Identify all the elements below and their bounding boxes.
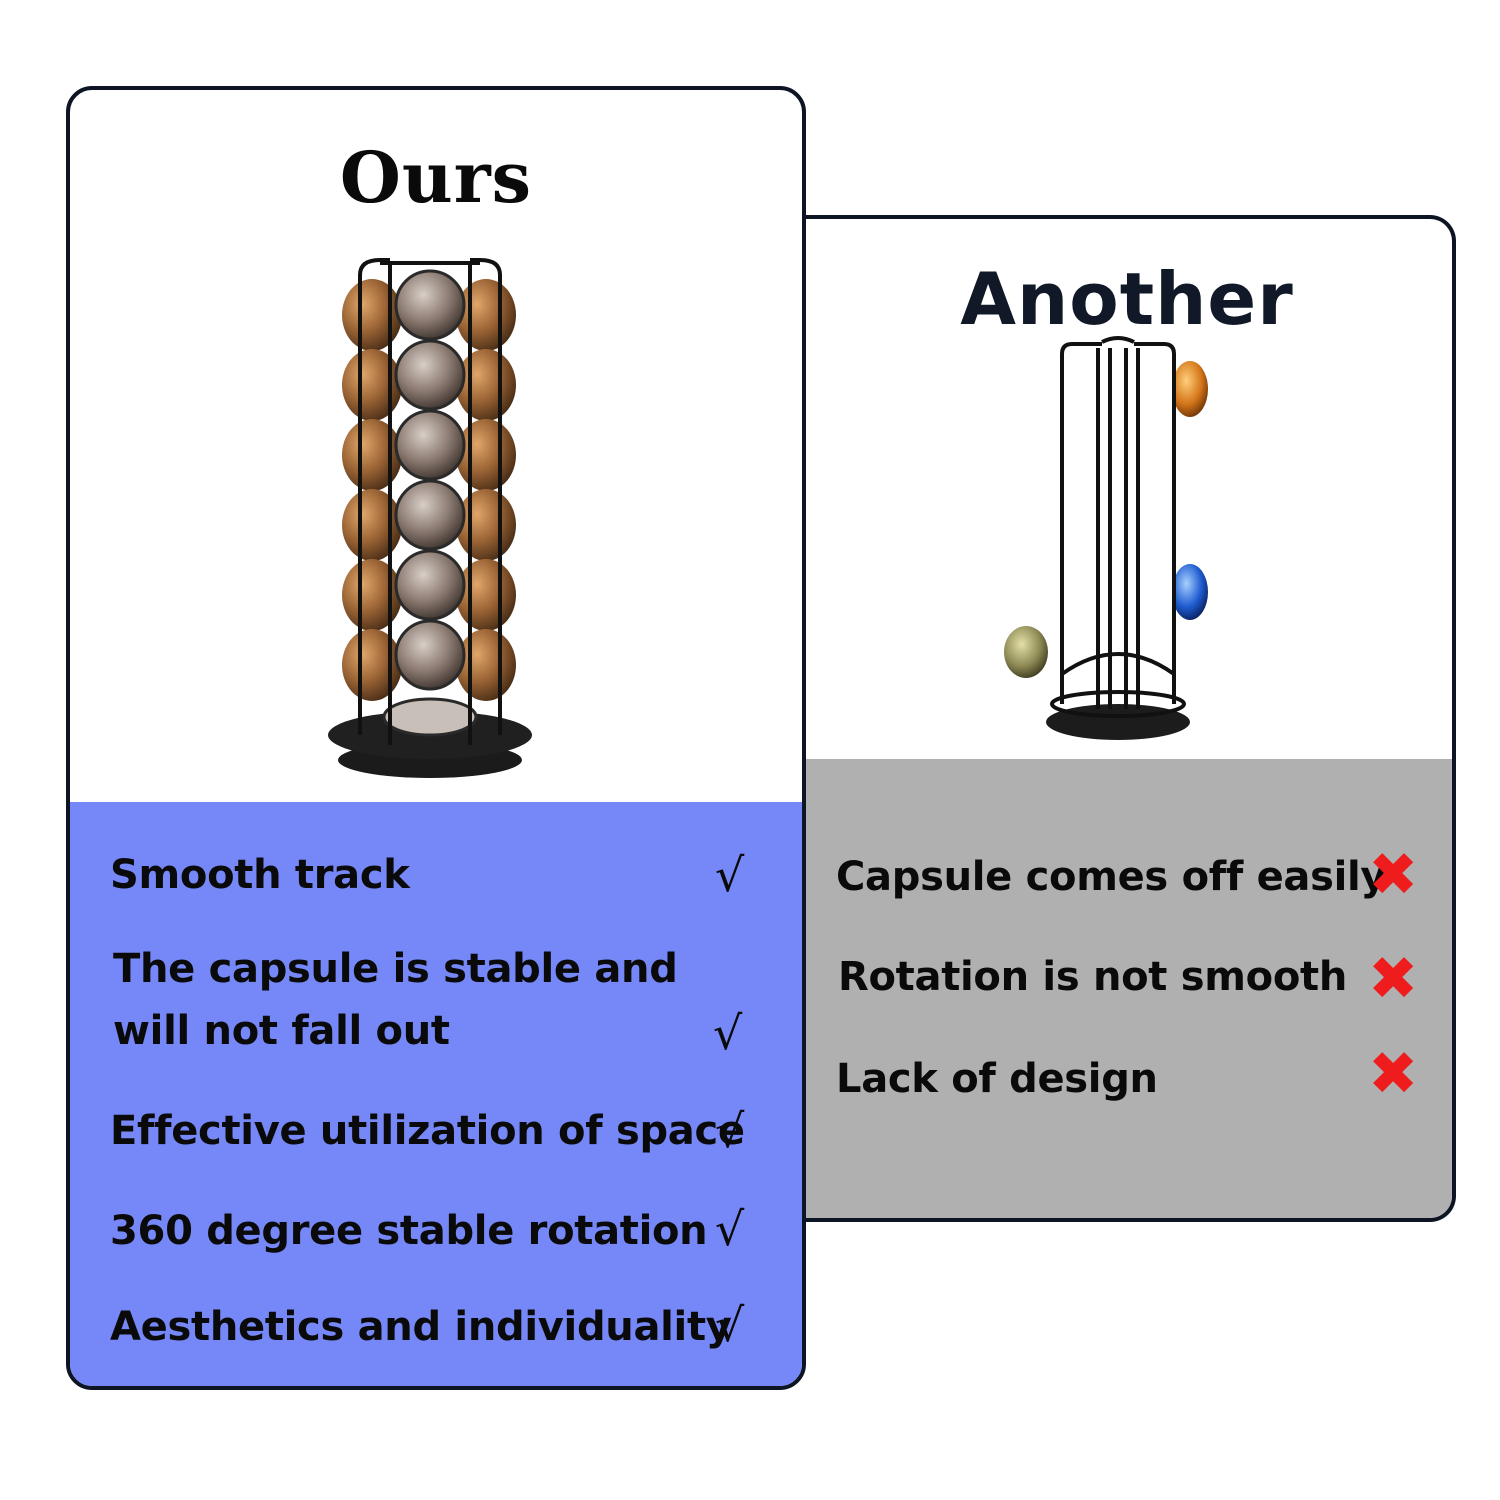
- ours-feature-rotation: 360 degree stable rotation: [110, 1208, 708, 1254]
- ours-feature-aesthetics: Aesthetics and individuality: [110, 1304, 732, 1350]
- another-feature-capsule: Capsule comes off easily: [836, 854, 1387, 900]
- check-icon: √: [713, 1006, 743, 1060]
- ours-feature-stable-line2: will not fall out: [113, 1008, 450, 1054]
- another-title: Another: [960, 257, 1294, 341]
- ours-card: Ours: [66, 86, 806, 1390]
- another-feature-rotation: Rotation is not smooth: [838, 954, 1348, 1000]
- another-card: Another: [802, 215, 1456, 1222]
- ours-feature-smooth-track: Smooth track: [110, 852, 410, 898]
- another-feature-design: Lack of design: [836, 1056, 1158, 1102]
- ours-feature-panel: Smooth track √ The capsule is stable and…: [70, 802, 802, 1386]
- capsule-tower-sparse-icon: [1004, 336, 1208, 740]
- cross-icon: ✖: [1368, 840, 1419, 910]
- ours-title: Ours: [339, 136, 533, 219]
- capsule-tower-full-icon: [328, 258, 532, 778]
- ours-feature-space: Effective utilization of space: [110, 1108, 745, 1154]
- cross-icon: ✖: [1368, 1039, 1419, 1109]
- cross-icon: ✖: [1368, 944, 1419, 1014]
- another-feature-panel: Capsule comes off easily ✖ Rotation is n…: [802, 759, 1452, 1218]
- check-icon: √: [715, 1202, 745, 1256]
- check-icon: √: [715, 848, 745, 902]
- ours-feature-stable-line1: The capsule is stable and: [113, 946, 678, 992]
- check-icon: √: [715, 1298, 745, 1352]
- check-icon: √: [715, 1104, 745, 1158]
